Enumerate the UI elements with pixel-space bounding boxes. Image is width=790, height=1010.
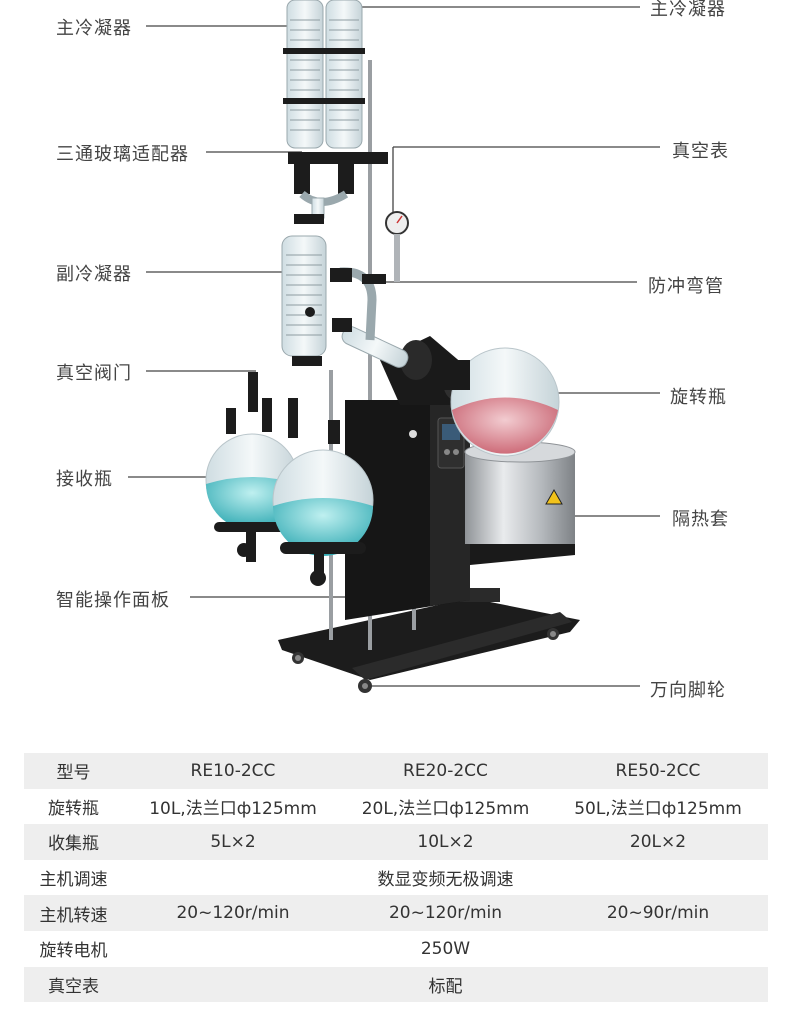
spec-row-header: 收集瓶 — [24, 824, 123, 860]
spec-cell-c1: 20~120r/min — [123, 895, 343, 931]
spec-row-header: 旋转电机 — [39, 941, 108, 962]
receiving-flask-2 — [272, 398, 374, 586]
spec-cell-merged: 250W — [420, 938, 471, 959]
label-vacuum-valve: 真空阀门 — [56, 363, 132, 384]
spec-cell-c1: 5L×2 — [123, 824, 343, 860]
spec-cell-merged: 数显变频无极调速 — [377, 870, 514, 891]
label-three-way-adapter: 三通玻璃适配器 — [56, 144, 189, 165]
spec-cell-c3: 20~90r/min — [548, 895, 768, 931]
spec-cell-c3: 20L×2 — [548, 824, 768, 860]
spec-row: 旋转电机 250W — [24, 931, 768, 967]
product-diagram: 主冷凝器 主冷凝器 三通玻璃适配器 真空表 副冷凝器 防冲弯管 真空阀门 旋转瓶… — [56, 0, 729, 701]
spec-cell-c2: 20~120r/min — [343, 895, 548, 931]
vapor-duct — [341, 326, 409, 368]
label-anti-bump-elbow: 防冲弯管 — [648, 276, 724, 297]
label-main-condenser-left: 主冷凝器 — [56, 18, 132, 39]
spec-cell-c3: RE50-2CC — [548, 753, 768, 789]
spec-row-header: 真空表 — [24, 966, 123, 1003]
spec-row-header: 旋转瓶 — [48, 798, 99, 819]
spec-cell-c1: RE10-2CC — [123, 753, 343, 789]
spec-row: 真空表标配 — [24, 966, 768, 1003]
spec-row-header: 主机转速 — [24, 895, 123, 931]
label-control-panel: 智能操作面板 — [56, 590, 170, 611]
three-way-adapter — [288, 152, 388, 219]
label-caster-wheel: 万向脚轮 — [650, 680, 726, 701]
label-vacuum-gauge: 真空表 — [672, 141, 729, 162]
label-heating-jacket: 隔热套 — [672, 509, 729, 530]
label-main-condenser-right: 主冷凝器 — [650, 0, 726, 20]
vacuum-gauge-graphic — [385, 211, 409, 282]
spec-cell-c1: 10L,法兰口ф125mm — [149, 798, 317, 819]
spec-cell-merged: 标配 — [123, 966, 768, 1003]
main-body — [345, 400, 470, 620]
heating-bath — [464, 441, 576, 565]
spec-cell-c2: 10L×2 — [343, 824, 548, 860]
spec-cell-c3: 50L,法兰口ф125mm — [574, 798, 742, 819]
sub-condenser — [281, 214, 327, 366]
spec-row: 旋转瓶 10L,法兰口ф125mm 20L,法兰口ф125mm 50L,法兰口ф125… — [24, 789, 768, 825]
main-condensers — [283, 0, 365, 149]
label-receiving-flask: 接收瓶 — [56, 469, 113, 490]
spec-row: 主机调速 数显变频无极调速 — [24, 860, 768, 896]
anti-bump-elbow — [330, 267, 386, 341]
label-sub-condenser: 副冷凝器 — [56, 264, 132, 285]
spec-row-header: 主机调速 — [39, 870, 108, 891]
rotary-flask — [440, 347, 560, 457]
label-rotary-flask: 旋转瓶 — [670, 387, 727, 408]
spec-cell-c2: RE20-2CC — [343, 753, 548, 789]
rotary-evaporator-illustration — [128, 0, 660, 693]
spec-cell-c2: 20L,法兰口ф125mm — [361, 798, 530, 819]
spec-row-header: 型号 — [24, 753, 123, 789]
